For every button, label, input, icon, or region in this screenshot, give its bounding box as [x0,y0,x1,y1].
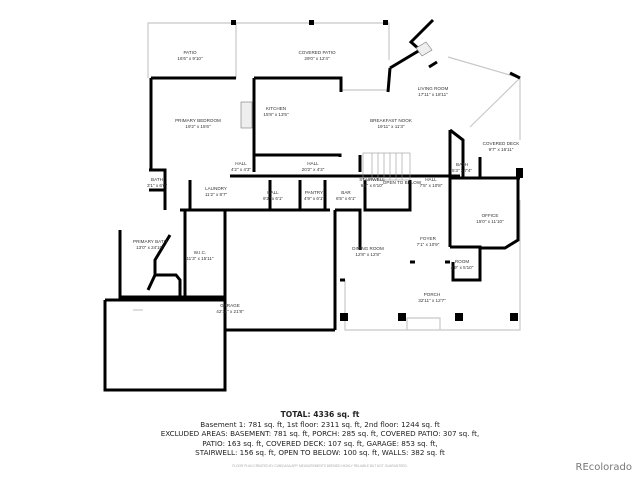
room-size: 4'2" x 4'3" [230,167,252,172]
summary-line: PATIO: 163 sq. ft, COVERED DECK: 107 sq.… [202,438,438,448]
room-size: 19'2" x 15'6" [185,124,211,129]
room-name: Patio [183,50,197,55]
room-size: 9'8" x 6'10" [360,183,384,188]
floor-plan [103,18,523,392]
room-size: 17'11" x 18'11" [418,92,448,97]
room-name: Primary Bath [133,239,167,244]
room-name: Dining Room [352,246,384,251]
room-label: Stairwell9'8" x 6'10" [359,177,385,189]
room-label: Dining Room12'8" x 12'8" [352,246,384,258]
room-name: Bar [341,190,351,195]
room-name: Garage [220,303,240,308]
room-name: Pantry [304,190,324,195]
thin-outlines [133,22,521,331]
room-size: 11'2" x 8'7" [204,192,228,197]
total-area: TOTAL: 4336 sq. ft [280,410,360,419]
room-label: Laundry11'2" x 8'7" [205,186,227,198]
room-label: Pantry4'9" x 6'1" [304,190,324,202]
room-name: Living Room [417,86,449,91]
room-name: Bath [151,177,163,182]
room-name: Foyer [420,236,436,241]
summary-line: STAIRWELL: 156 sq. ft, OPEN TO BELOW: 10… [195,448,445,458]
room-label: Bar6'5" x 6'1" [336,190,356,202]
room-name: Primary Bedroom [175,118,221,123]
room-name: Office [481,213,499,218]
room-name: Hall [425,177,437,182]
recolorado-logo: REcolorado [575,462,632,473]
room-size: 4'9" x 6'1" [303,196,325,201]
disclaimer: Floor plan created by CubiCasa app. Meas… [232,464,408,468]
room-size: 11'3" x 15'11" [186,256,214,261]
room-label: Covered Patio29'0" x 12'4" [298,50,335,62]
room-label: Hall7'5" x 10'8" [420,177,443,189]
room-size: 19'11" x 11'3" [377,124,405,129]
columns [231,20,523,321]
room-label: Hall20'2" x 4'3" [302,161,325,173]
room-size: 32'11" x 12'7" [418,298,446,303]
room-label: Covered Deck9'7" x 16'11" [483,141,520,153]
room-name: Hall [307,161,319,166]
room-label: Hall9'2" x 6'1" [263,190,283,202]
room-size: 42'11" x 21'8" [216,309,244,314]
room-label: Open to below [383,180,421,186]
room-name: W.I.C. [193,250,207,255]
room-label: Living Room17'11" x 18'11" [418,86,449,98]
room-label: Foyer7'1" x 10'9" [417,236,440,248]
room-label: Room4'9" x 5'10" [451,259,474,271]
room-size: 13'0" x 24'10" [136,245,164,250]
room-size: 6'5" x 6'1" [335,196,357,201]
room-label: Bath5'3" x 7'4" [452,162,472,174]
room-label: Bath3'1" x 6'0" [147,177,167,189]
room-size: 16'6" x 9'10" [177,56,203,61]
room-label: Patio16'6" x 9'10" [177,50,202,62]
room-label: Porch32'11" x 12'7" [418,292,445,304]
room-size: 9'2" x 6'1" [262,196,284,201]
room-size: 7'1" x 10'9" [416,242,440,247]
room-name: Laundry [205,186,227,191]
room-name: Open to below [382,180,422,185]
room-size: 20'2" x 4'3" [301,167,325,172]
room-size: 12'8" x 12'8" [355,252,381,257]
room-size: 29'0" x 12'4" [304,56,330,61]
stairs [362,152,411,181]
room-name: Breakfast Nook [370,118,412,123]
room-label: Primary Bedroom19'2" x 15'6" [175,118,221,130]
summary-line: Basement 1: 781 sq. ft, 1st floor: 2311 … [200,419,440,429]
room-label: W.I.C.11'3" x 15'11" [186,250,213,262]
room-name: Porch [423,292,441,297]
room-size: 3'1" x 6'0" [146,183,168,188]
room-name: Stairwell [359,177,385,182]
room-size: 5'3" x 7'4" [451,168,473,173]
room-name: Covered Deck [482,141,520,146]
room-size: 9'7" x 16'11" [488,147,514,152]
room-label: Primary Bath13'0" x 24'10" [133,239,167,251]
room-size: 4'9" x 5'10" [450,265,474,270]
room-name: Covered Patio [298,50,336,55]
room-label: Garage42'11" x 21'8" [216,303,243,315]
room-size: 15'8" x 13'5" [263,112,289,117]
fireplaces [240,41,433,129]
room-size: 15'0" x 11'10" [476,219,504,224]
room-name: Hall [235,161,247,166]
room-label: Breakfast Nook19'11" x 11'3" [370,118,412,130]
room-name: Room [454,259,470,264]
area-summary: TOTAL: 4336 sq. ft Basement 1: 781 sq. f… [0,410,640,458]
room-name: Kitchen [265,106,287,111]
room-name: Bath [456,162,468,167]
summary-line: EXCLUDED AREAS: BASEMENT: 781 sq. ft, PO… [160,429,480,439]
room-label: Office15'0" x 11'10" [476,213,503,225]
room-size: 7'5" x 10'8" [419,183,443,188]
room-name: Hall [267,190,279,195]
room-label: Kitchen15'8" x 13'5" [263,106,288,118]
room-label: Hall4'2" x 4'3" [231,161,251,173]
walls [103,18,521,392]
